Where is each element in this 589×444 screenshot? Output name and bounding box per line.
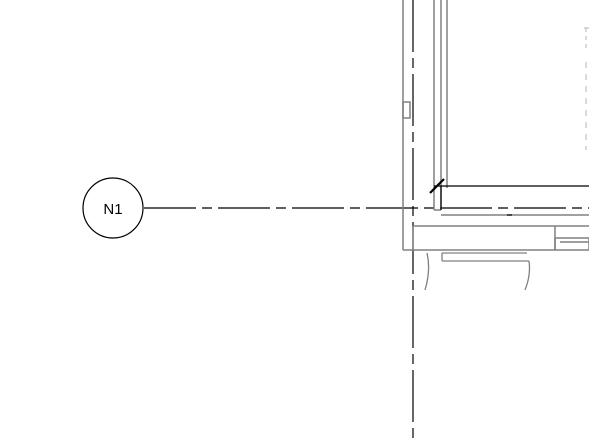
hidden-lines[interactable] [584, 27, 589, 150]
grid-bubble-n1[interactable]: N1 [82, 177, 144, 239]
door-opening[interactable] [424, 252, 531, 291]
grid-bubble-label: N1 [103, 201, 122, 218]
dimension-tick[interactable] [429, 178, 445, 194]
wall-outlines[interactable] [402, 0, 589, 251]
structural-lines[interactable] [434, 185, 589, 216]
